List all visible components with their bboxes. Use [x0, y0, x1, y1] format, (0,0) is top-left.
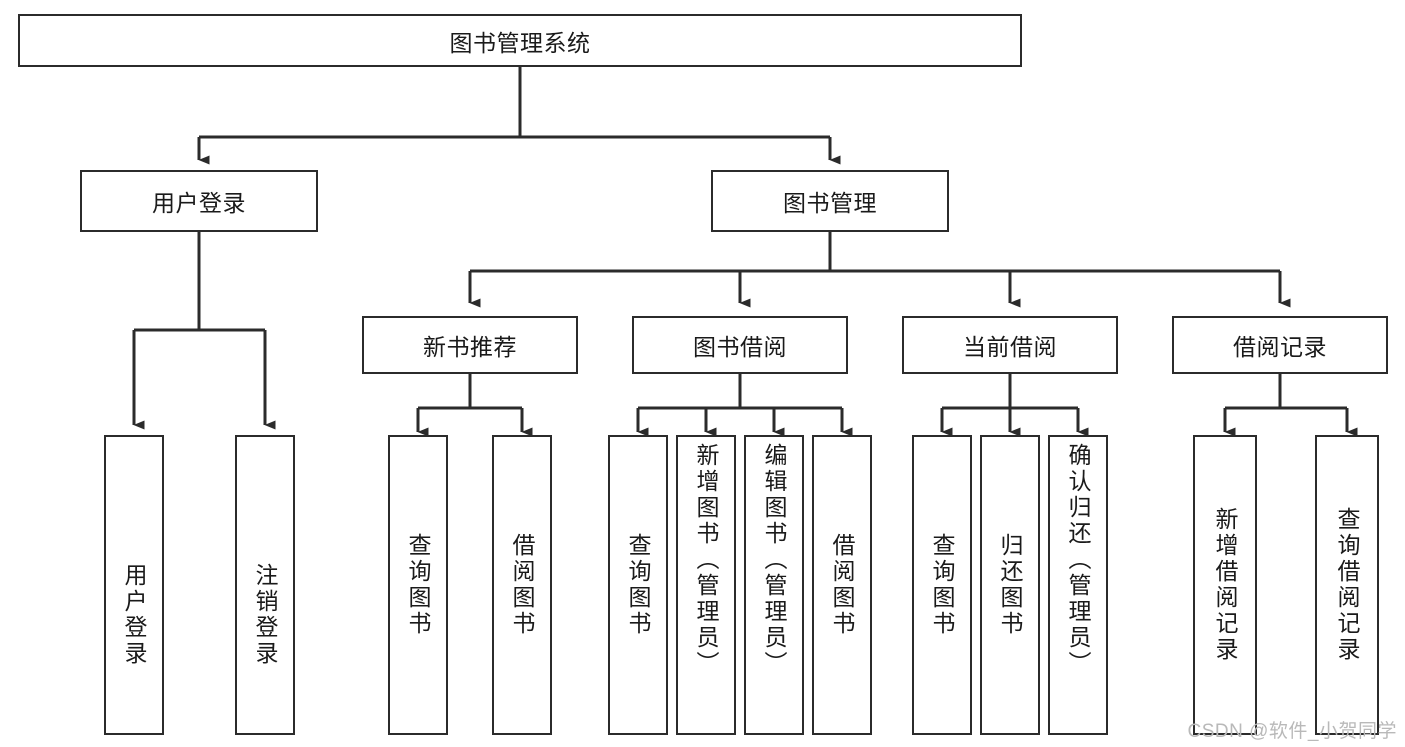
node-leaf-add-book-label: 新增图书（管理员）	[693, 443, 719, 677]
node-leaf-add-book[interactable]: 新增图书（管理员）	[676, 435, 736, 735]
node-leaf-return-book-label: 归还图书	[997, 533, 1023, 637]
node-leaf-query-book-3[interactable]: 查询图书	[912, 435, 972, 735]
node-root[interactable]: 图书管理系统	[18, 14, 1022, 67]
node-current-borrow-label: 当前借阅	[963, 334, 1057, 360]
node-leaf-query-book-1-label: 查询图书	[405, 533, 431, 637]
node-book-management-label: 图书管理	[783, 190, 877, 216]
node-root-label: 图书管理系统	[449, 29, 591, 56]
node-user-login-label: 用户登录	[152, 190, 246, 216]
node-leaf-query-book-3-label: 查询图书	[929, 533, 955, 637]
node-new-book-recommend-label: 新书推荐	[423, 334, 517, 360]
node-leaf-query-record-label: 查询借阅记录	[1334, 507, 1360, 663]
node-leaf-user-login-label: 用户登录	[121, 563, 147, 667]
node-leaf-borrow-book-2-label: 借阅图书	[829, 533, 855, 637]
node-book-borrow-label: 图书借阅	[693, 334, 787, 360]
node-leaf-confirm-return[interactable]: 确认归还（管理员）	[1048, 435, 1108, 735]
node-leaf-user-login[interactable]: 用户登录	[104, 435, 164, 735]
watermark-text: CSDN @软件_小贺同学	[1187, 721, 1397, 742]
node-leaf-confirm-return-label: 确认归还（管理员）	[1065, 443, 1091, 677]
node-leaf-edit-book[interactable]: 编辑图书（管理员）	[744, 435, 804, 735]
node-leaf-add-record[interactable]: 新增借阅记录	[1193, 435, 1257, 735]
node-leaf-logout-login[interactable]: 注销登录	[235, 435, 295, 735]
node-book-borrow[interactable]: 图书借阅	[632, 316, 848, 374]
node-leaf-borrow-book-2[interactable]: 借阅图书	[812, 435, 872, 735]
node-leaf-query-book-2[interactable]: 查询图书	[608, 435, 668, 735]
node-current-borrow[interactable]: 当前借阅	[902, 316, 1118, 374]
node-leaf-logout-login-label: 注销登录	[252, 563, 278, 667]
node-borrow-record-label: 借阅记录	[1233, 334, 1327, 360]
node-leaf-borrow-book-1[interactable]: 借阅图书	[492, 435, 552, 735]
node-new-book-recommend[interactable]: 新书推荐	[362, 316, 578, 374]
node-book-management[interactable]: 图书管理	[711, 170, 949, 232]
node-borrow-record[interactable]: 借阅记录	[1172, 316, 1388, 374]
node-leaf-borrow-book-1-label: 借阅图书	[509, 533, 535, 637]
node-user-login[interactable]: 用户登录	[80, 170, 318, 232]
node-leaf-edit-book-label: 编辑图书（管理员）	[761, 443, 787, 677]
node-leaf-query-book-1[interactable]: 查询图书	[388, 435, 448, 735]
node-leaf-return-book[interactable]: 归还图书	[980, 435, 1040, 735]
node-leaf-add-record-label: 新增借阅记录	[1212, 507, 1238, 663]
node-leaf-query-book-2-label: 查询图书	[625, 533, 651, 637]
node-leaf-query-record[interactable]: 查询借阅记录	[1315, 435, 1379, 735]
